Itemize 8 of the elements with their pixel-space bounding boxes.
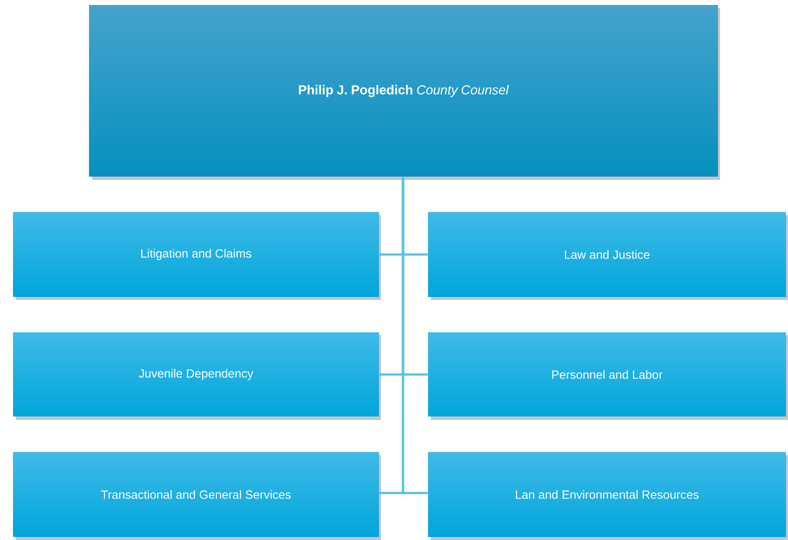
department-box: Law and Justice: [428, 212, 788, 300]
department-box: Lan and Environmental Resources: [428, 452, 788, 540]
head-box: Philip J. Pogledich County Counsel: [89, 5, 720, 180]
department-box: Transactional and General Services: [13, 452, 381, 540]
department-box: Juvenile Dependency: [13, 332, 381, 420]
department-box: Personnel and Labor: [428, 332, 788, 420]
connector-line: [402, 177, 428, 494]
department-box: Litigation and Claims: [13, 212, 381, 300]
